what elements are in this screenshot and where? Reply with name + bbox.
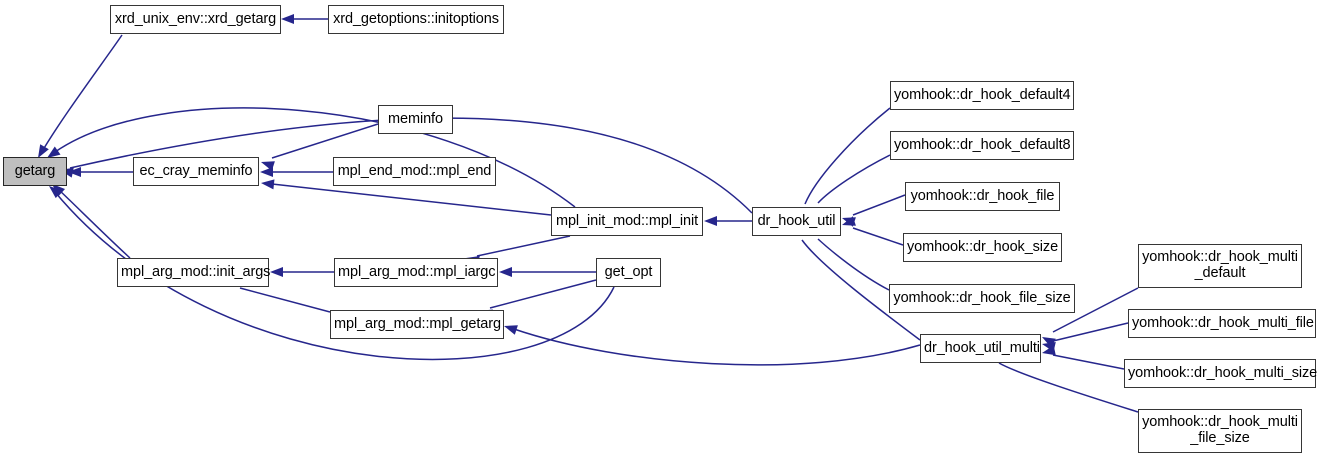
- edge-initoptions-to-xrd_getarg-arrowhead: [281, 14, 294, 24]
- graph-node-label-multi_file_size: yomhook::dr_hook_multi _file_size: [1142, 414, 1298, 446]
- graph-node-label-dr_hook_default4: yomhook::dr_hook_default4: [894, 86, 1071, 103]
- graph-node-label-multi_default: yomhook::dr_hook_multi _default: [1142, 249, 1298, 281]
- graph-node-label-mpl_init: mpl_init_mod::mpl_init: [555, 212, 699, 229]
- edge-multi_file_size-to-dr_hook_util_multi: [998, 362, 1139, 413]
- edge-dr_hook_size-to-dr_hook_util-arrowhead: [842, 216, 856, 226]
- graph-node-multi_size[interactable]: yomhook::dr_hook_multi_size: [1124, 359, 1318, 388]
- edge-multi_size-to-dr_hook_util_multi: [1052, 354, 1125, 370]
- graph-node-multi_file_size[interactable]: yomhook::dr_hook_multi _file_size: [1138, 409, 1302, 453]
- graph-node-label-getarg: getarg: [14, 162, 56, 179]
- edge-meminfo-to-ec_cray_meminfo: [271, 123, 379, 159]
- edge-mpl_iargc-to-init_args-arrowhead: [270, 267, 283, 277]
- graph-node-label-init_args: mpl_arg_mod::init_args: [121, 263, 271, 280]
- graph-node-label-ec_cray_meminfo: ec_cray_meminfo: [139, 162, 253, 179]
- graph-node-dr_hook_default8[interactable]: yomhook::dr_hook_default8: [890, 131, 1074, 160]
- edge-mpl_init-to-ec_cray_meminfo-arrowhead: [261, 179, 275, 190]
- graph-node-mpl_end[interactable]: mpl_end_mod::mpl_end: [333, 157, 496, 186]
- edge-multi_file-to-dr_hook_util_multi: [1052, 322, 1129, 342]
- edge-init_args-to-getarg: [57, 188, 131, 259]
- edge-mpl_end-to-ec_cray_meminfo-arrowhead: [260, 167, 273, 177]
- edge-mpl_init-to-ec_cray_meminfo: [271, 183, 552, 216]
- graph-node-label-multi_file: yomhook::dr_hook_multi_file: [1132, 314, 1314, 331]
- edge-dr_hook_default4-to-dr_hook_util: [804, 107, 891, 205]
- edge-get_opt-to-mpl_getarg: [489, 279, 597, 309]
- graph-node-dr_hook_size[interactable]: yomhook::dr_hook_size: [903, 233, 1062, 262]
- graph-node-initoptions[interactable]: xrd_getoptions::initoptions: [328, 5, 504, 34]
- graph-node-dr_hook_file_size[interactable]: yomhook::dr_hook_file_size: [889, 284, 1075, 313]
- graph-node-get_opt[interactable]: get_opt: [596, 258, 661, 287]
- graph-node-label-dr_hook_file_size: yomhook::dr_hook_file_size: [893, 289, 1071, 306]
- graph-node-dr_hook_util[interactable]: dr_hook_util: [752, 207, 841, 236]
- edge-xrd_getarg-to-getarg: [39, 34, 123, 156]
- edge-dr_hook_default8-to-dr_hook_util: [817, 154, 891, 204]
- graph-node-dr_hook_util_multi[interactable]: dr_hook_util_multi: [920, 334, 1041, 363]
- graph-node-mpl_getarg[interactable]: mpl_arg_mod::mpl_getarg: [330, 310, 504, 339]
- edge-mpl_getarg-to-init_args: [239, 287, 331, 313]
- edge-mpl_init-to-mpl_iargc: [476, 235, 571, 257]
- edge-dr_hook_util_multi-to-mpl_getarg: [513, 328, 921, 366]
- graph-node-label-dr_hook_file: yomhook::dr_hook_file: [910, 187, 1055, 204]
- graph-node-label-mpl_iargc: mpl_arg_mod::mpl_iargc: [338, 263, 496, 280]
- graph-node-xrd_getarg[interactable]: xrd_unix_env::xrd_getarg: [110, 5, 281, 34]
- graph-node-mpl_init[interactable]: mpl_init_mod::mpl_init: [551, 207, 703, 236]
- graph-node-label-dr_hook_util: dr_hook_util: [757, 212, 836, 229]
- edge-dr_hook_file-to-dr_hook_util: [852, 194, 906, 216]
- graph-node-label-xrd_getarg: xrd_unix_env::xrd_getarg: [114, 10, 277, 27]
- edge-multi_default-to-dr_hook_util_multi-arrowhead: [1042, 337, 1056, 348]
- edge-dr_hook_util-to-mpl_init-arrowhead: [704, 216, 717, 226]
- graph-node-getarg: getarg: [3, 157, 67, 186]
- graph-node-meminfo[interactable]: meminfo: [378, 105, 453, 134]
- graph-node-ec_cray_meminfo[interactable]: ec_cray_meminfo: [133, 157, 259, 186]
- graph-node-label-get_opt: get_opt: [604, 263, 653, 280]
- graph-node-label-mpl_getarg: mpl_arg_mod::mpl_getarg: [334, 315, 501, 332]
- edge-multi_file-to-dr_hook_util_multi-arrowhead: [1042, 342, 1056, 352]
- graph-node-dr_hook_file[interactable]: yomhook::dr_hook_file: [905, 182, 1060, 211]
- graph-node-label-dr_hook_util_multi: dr_hook_util_multi: [924, 339, 1040, 356]
- graph-node-label-meminfo: meminfo: [388, 110, 443, 127]
- edge-multi_size-to-dr_hook_util_multi-arrowhead: [1042, 345, 1056, 356]
- graph-node-label-dr_hook_default8: yomhook::dr_hook_default8: [894, 136, 1071, 153]
- graph-node-multi_default[interactable]: yomhook::dr_hook_multi _default: [1138, 244, 1302, 288]
- graph-node-multi_file[interactable]: yomhook::dr_hook_multi_file: [1128, 309, 1316, 338]
- graph-node-init_args[interactable]: mpl_arg_mod::init_args: [117, 258, 271, 287]
- graph-node-mpl_iargc[interactable]: mpl_arg_mod::mpl_iargc: [334, 258, 498, 287]
- edge-dr_hook_size-to-dr_hook_util: [852, 227, 904, 246]
- graph-node-label-mpl_end: mpl_end_mod::mpl_end: [337, 162, 492, 179]
- edge-dr_hook_file_size-to-dr_hook_util: [817, 238, 890, 291]
- graph-node-label-dr_hook_size: yomhook::dr_hook_size: [907, 238, 1059, 255]
- edge-ec_cray_meminfo-to-getarg-arrowhead: [68, 167, 81, 177]
- edge-get_opt-to-mpl_iargc-arrowhead: [499, 267, 512, 277]
- edge-dr_hook_file-to-dr_hook_util-arrowhead: [842, 217, 856, 227]
- edge-dr_hook_util_multi-to-mpl_getarg-arrowhead: [504, 325, 518, 335]
- graph-node-label-initoptions: xrd_getoptions::initoptions: [333, 10, 499, 27]
- graph-node-label-multi_size: yomhook::dr_hook_multi_size: [1128, 364, 1318, 381]
- graph-node-dr_hook_default4[interactable]: yomhook::dr_hook_default4: [890, 81, 1074, 110]
- edge-meminfo-to-ec_cray_meminfo-arrowhead: [261, 161, 275, 171]
